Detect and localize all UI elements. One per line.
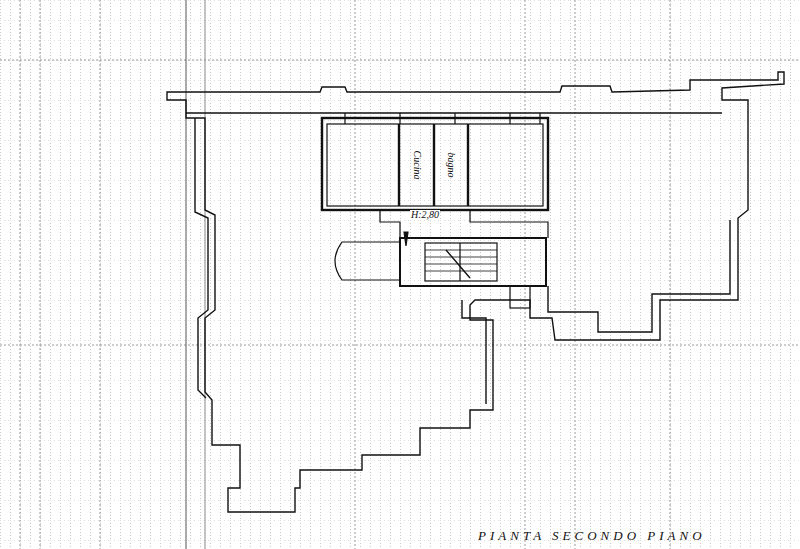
- apartment-walls: [322, 113, 548, 238]
- grid-axis: [186, 0, 205, 549]
- room: bagno: [436, 126, 466, 204]
- room-name: bagno: [446, 153, 456, 178]
- room: Cucina: [401, 126, 432, 204]
- room-name: Cucina: [412, 151, 422, 180]
- building-outline: [167, 72, 784, 512]
- plan-caption: PIANTA SECONDO PIANO: [478, 529, 706, 542]
- stair-block: [335, 232, 546, 308]
- ceiling-height: H:2,80: [410, 210, 440, 220]
